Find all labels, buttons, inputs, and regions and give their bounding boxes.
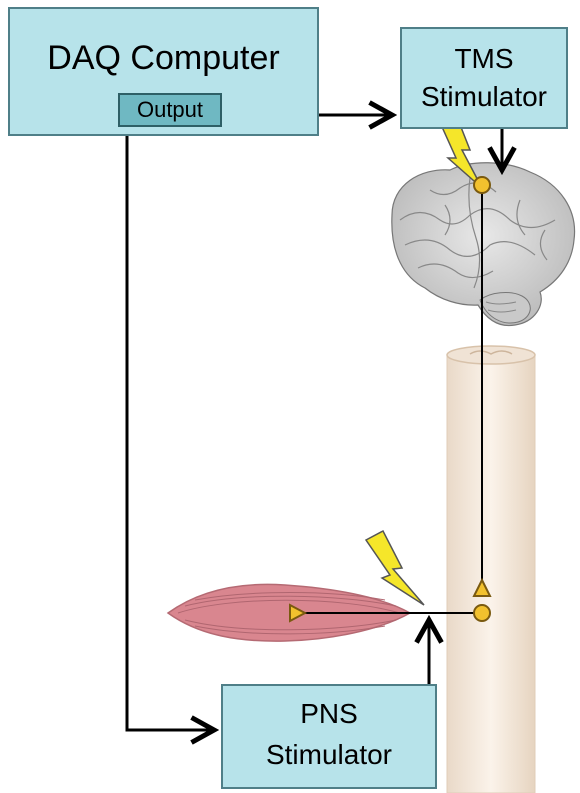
lightning-bolt-icon-pns bbox=[366, 531, 424, 605]
tms-stimulator-label: Stimulator bbox=[402, 81, 566, 113]
spinal-cord bbox=[447, 346, 535, 793]
daq-computer-box: DAQ Computer Output bbox=[8, 7, 319, 136]
pns-stimulator-label: Stimulator bbox=[223, 739, 435, 771]
pns-stimulator-box: PNS Stimulator bbox=[221, 684, 437, 789]
tms-label: TMS bbox=[402, 43, 566, 75]
daq-computer-title: DAQ Computer bbox=[10, 39, 317, 78]
pns-label: PNS bbox=[223, 698, 435, 730]
tms-stimulator-box: TMS Stimulator bbox=[400, 27, 568, 129]
output-port: Output bbox=[118, 93, 222, 127]
